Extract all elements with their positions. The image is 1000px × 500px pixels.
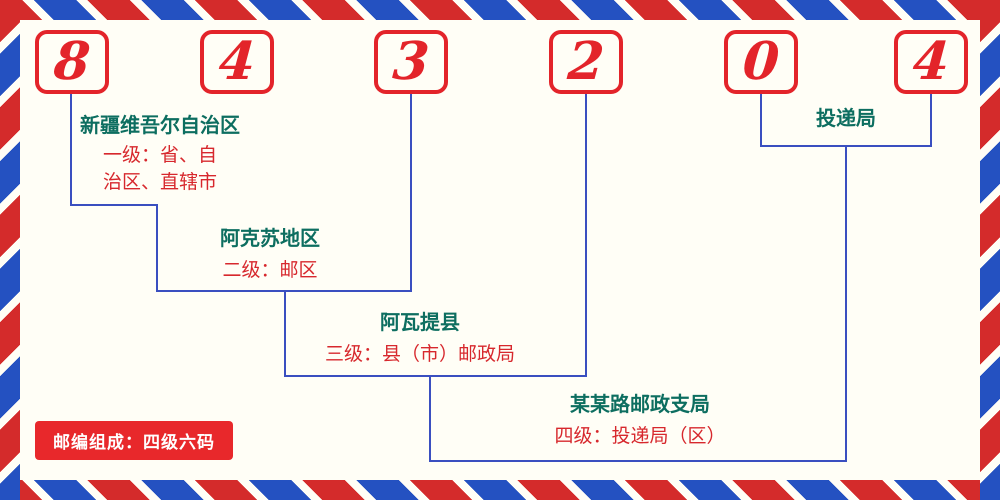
level2-place-name: 阿克苏地区 bbox=[220, 228, 320, 250]
level2-label: 阿克苏地区 二级：邮区 bbox=[175, 227, 365, 284]
connector-delivery-vertical-digit5 bbox=[760, 92, 762, 147]
level4-place-name: 某某路邮政支局 bbox=[570, 394, 710, 416]
level3-description: 三级：县（市）邮政局 bbox=[324, 344, 515, 365]
digit-3: 3 bbox=[390, 31, 432, 92]
digit-2: 4 bbox=[216, 31, 258, 92]
airmail-border-bottom bbox=[0, 480, 1000, 500]
connector-level3-horizontal bbox=[284, 375, 587, 377]
connector-level3-vertical-digit4 bbox=[585, 92, 587, 377]
level1-place-name: 新疆维吾尔自治区 bbox=[80, 115, 240, 137]
level4-description: 四级：投递局（区） bbox=[554, 426, 726, 447]
level1-description-line2: 治区、直辖市 bbox=[102, 171, 217, 193]
connector-level4-vertical-drop bbox=[429, 375, 431, 462]
digit-4: 2 bbox=[565, 31, 607, 92]
digit-box-3: 3 bbox=[374, 30, 448, 94]
connector-level4-vertical-right bbox=[845, 145, 847, 462]
level2-description: 二级：邮区 bbox=[222, 260, 318, 281]
connector-level3-vertical-drop bbox=[284, 290, 286, 377]
airmail-border-right bbox=[980, 0, 1000, 500]
level4-label: 某某路邮政支局 四级：投递局（区） bbox=[515, 393, 765, 450]
level3-label: 阿瓦提县 三级：县（市）邮政局 bbox=[295, 311, 545, 368]
airmail-border-left bbox=[0, 0, 20, 500]
connector-level2-vertical-drop bbox=[156, 204, 158, 292]
level1-description-line1: 一级：省、自 bbox=[102, 145, 217, 166]
level3-place-name: 阿瓦提县 bbox=[380, 312, 460, 334]
delivery-bureau-name: 投递局 bbox=[816, 108, 876, 130]
digit-box-1: 8 bbox=[35, 30, 109, 94]
digit-1: 8 bbox=[51, 31, 93, 92]
connector-level1-vertical-digit1 bbox=[70, 92, 72, 206]
postal-composition-badge: 邮编组成：四级六码 bbox=[35, 421, 233, 460]
connector-delivery-horizontal bbox=[760, 145, 932, 147]
digit-5: 0 bbox=[740, 31, 782, 92]
digit-box-4: 2 bbox=[549, 30, 623, 94]
digit-6: 4 bbox=[910, 31, 952, 92]
connector-level2-vertical-digit3 bbox=[410, 92, 412, 292]
connector-delivery-vertical-digit6 bbox=[930, 92, 932, 147]
digit-box-5: 0 bbox=[724, 30, 798, 94]
digit-box-2: 4 bbox=[200, 30, 274, 94]
airmail-border-top bbox=[0, 0, 1000, 20]
connector-level4-horizontal bbox=[429, 460, 847, 462]
digit-box-6: 4 bbox=[894, 30, 968, 94]
connector-level1-horizontal bbox=[70, 204, 158, 206]
delivery-bureau-label: 投递局 bbox=[781, 107, 911, 132]
level1-label: 新疆维吾尔自治区 一级：省、自 治区、直辖市 bbox=[62, 114, 258, 195]
